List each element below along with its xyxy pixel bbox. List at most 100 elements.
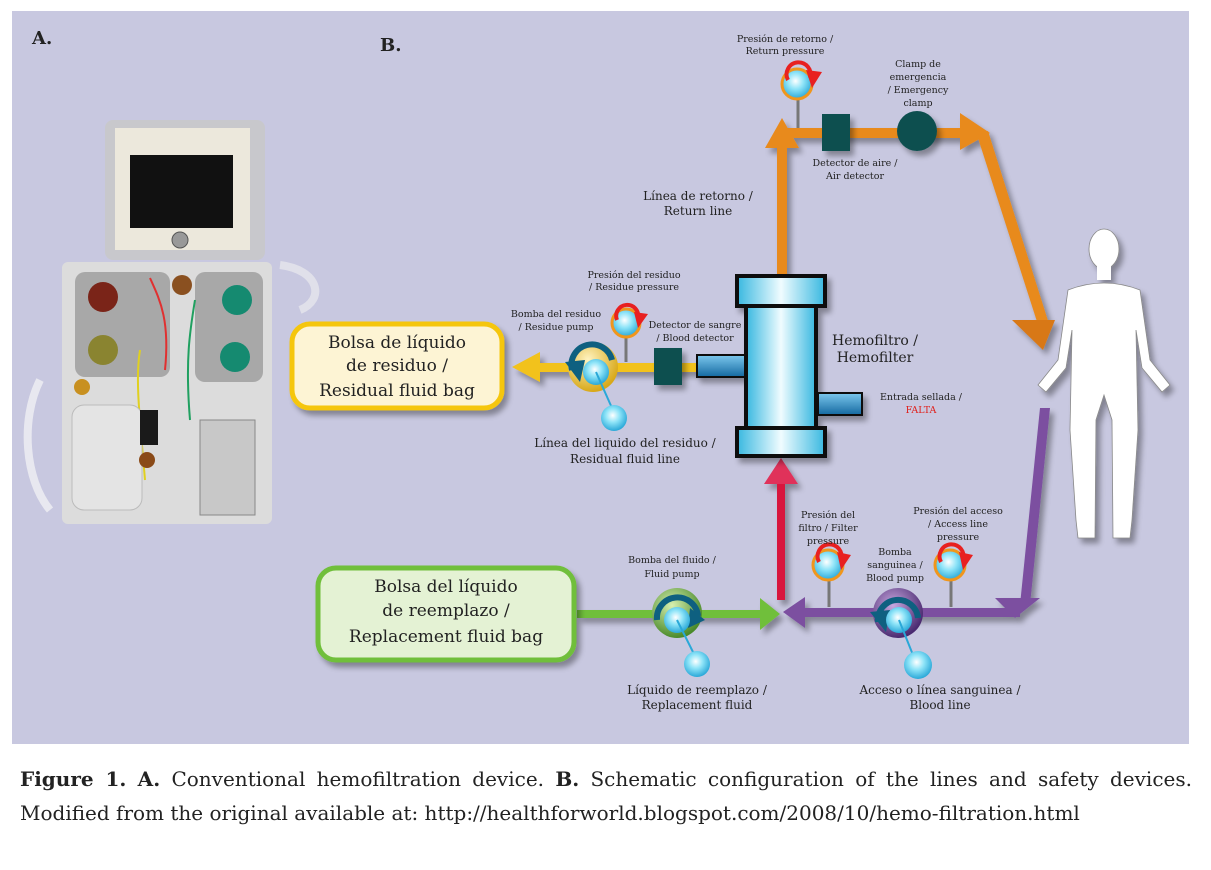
filter-inflow-arrowhead: [764, 458, 798, 484]
blood-detector-label-en: / Blood detector: [656, 333, 734, 344]
drip-chamber: [139, 452, 155, 468]
residual-fluid-line-label-en: Residual fluid line: [570, 452, 680, 466]
monitor-screen: [130, 155, 233, 228]
pump-rotation-icon: [653, 594, 701, 621]
blood-detector-label: Detector de sangre: [649, 320, 742, 331]
air-detector: [822, 114, 850, 151]
hemofilter-label: Hemofiltro /: [832, 333, 918, 349]
hemofiltration-device-photo: [23, 120, 320, 524]
yellow-roller-pump: [88, 335, 118, 365]
sealed-inlet-port: [817, 392, 863, 416]
filter-pressure-label-2: filtro / Filter: [798, 523, 858, 534]
green-roller-pump-bottom: [220, 342, 250, 372]
panel-b-label: B.: [380, 35, 402, 56]
hemofilter-bottom-cap: [735, 426, 827, 458]
return-pressure-label-en: Return pressure: [746, 46, 825, 57]
device-tube-left: [23, 378, 54, 513]
red-roller-pump: [88, 282, 118, 312]
red-tubing: [149, 277, 168, 371]
blood-line-label: Acceso o línea sanguinea /: [858, 683, 1021, 697]
caption-figure-number: Figure 1.: [20, 767, 127, 791]
emergency-clamp-label: Clamp de: [895, 59, 941, 70]
green-tubing: [186, 299, 196, 421]
fluid-pump-label-en: Fluid pump: [644, 569, 699, 580]
blood-pump-label-3: Blood pump: [866, 573, 924, 584]
residue-pump-label-en: / Residue pump: [518, 322, 593, 333]
left-pump-housing: [75, 272, 170, 377]
blood-line-vertical: [1020, 408, 1050, 605]
caption-b-text: Schematic configuration of the lines and…: [20, 767, 1192, 825]
replacement-fluid-connector: [684, 651, 710, 677]
filter-pressure-label-3: pressure: [807, 536, 850, 547]
emergency-clamp-label-3: / Emergency: [888, 85, 949, 96]
air-detector-label: Detector de aire /: [813, 158, 899, 169]
control-knob: [171, 231, 189, 249]
filter-inflow-vertical: [777, 478, 785, 600]
residual-bag-label: Bolsa de líquido: [328, 333, 466, 353]
blood-line-left-arrowhead: [783, 597, 805, 628]
filter-pressure-gauge: [811, 542, 851, 607]
fluid-pump-label: Bomba del fluido /: [628, 555, 717, 566]
hemofilter-top-cap: [735, 274, 827, 308]
residual-fluid-bag: [289, 321, 505, 411]
caption-b-label: B.: [555, 767, 580, 791]
access-pressure-label-2: / Access line: [928, 519, 988, 530]
return-pressure-gauge: [780, 60, 822, 128]
drip-chamber-yellow: [74, 379, 90, 395]
hemofilter-label-en: Hemofilter: [837, 350, 914, 366]
caption-a-text: Conventional hemofiltration device.: [160, 767, 556, 791]
return-line-diagonal: [977, 131, 1050, 331]
return-line-right-arrowhead: [960, 113, 990, 150]
filter-inflow-line: [764, 458, 798, 600]
caption-a-label: A.: [137, 767, 161, 791]
blood-pump-label-2: sanguinea /: [867, 560, 923, 571]
sealed-inlet-missing-label: FALTA: [906, 405, 937, 416]
figure-caption: Figure 1. A. Conventional hemofiltration…: [20, 762, 1192, 830]
emergency-clamp: [897, 111, 937, 151]
replacement-fluid-bag: [315, 565, 577, 663]
residue-pressure-label: Presión del residuo: [587, 270, 680, 281]
replacement-line-arrowhead: [760, 598, 780, 630]
residual-fluid-line-label: Línea del liquido del residuo /: [534, 436, 716, 450]
sealed-inlet-label: Entrada sellada /: [880, 392, 963, 403]
return-pressure-label: Presión de retorno /: [737, 34, 834, 45]
device-tube-right: [279, 261, 320, 314]
replacement-bag-label-3: Replacement fluid bag: [349, 627, 543, 647]
residual-bag-label-3: Residual fluid bag: [319, 381, 475, 401]
return-line: [765, 113, 1055, 350]
return-line-down-arrowhead: [1012, 320, 1055, 350]
blood-pump: [870, 588, 932, 679]
hemofilter-body: [744, 298, 818, 434]
residual-fluid-line-connector: [601, 405, 627, 431]
access-pressure-label-3: pressure: [937, 532, 980, 543]
bag-holder: [71, 404, 143, 511]
replacement-bag-label: Bolsa del líquido: [374, 577, 517, 597]
replacement-fluid-label-en: Replacement fluid: [642, 698, 753, 712]
residue-pump: [565, 341, 627, 431]
green-roller-pump-top: [222, 285, 252, 315]
patient-silhouette-icon: [1037, 228, 1171, 539]
residue-pump-label: Bomba del residuo: [511, 309, 602, 320]
return-line-vertical: [777, 140, 787, 275]
blood-line-label-en: Blood line: [909, 698, 970, 712]
return-line-horizontal: [782, 128, 962, 138]
emergency-clamp-label-4: clamp: [903, 98, 932, 109]
clamp-assembly: [199, 419, 256, 516]
blood-detector: [654, 348, 682, 385]
panel-a-label: A.: [32, 28, 53, 49]
blood-pump-label: Bomba: [878, 547, 912, 558]
schematic-diagram: Presión de retorno / Return pressure Cla…: [23, 34, 1171, 712]
blood-detector-unit: [140, 410, 158, 445]
filter-pressure-label: Presión del: [801, 510, 855, 521]
residual-bag-label-2: de residuo /: [346, 356, 448, 376]
return-line-label: Línea de retorno /: [643, 189, 754, 203]
residue-pressure-label-en: / Residue pressure: [589, 282, 679, 293]
replacement-bag-label-2: de reemplazo /: [382, 601, 510, 621]
residue-pressure-gauge: [610, 302, 648, 362]
return-line-label-en: Return line: [664, 204, 732, 218]
hemofilter: [696, 274, 863, 458]
pressure-dome: [172, 275, 192, 295]
hemofilter-residue-port: [696, 354, 746, 378]
access-pressure-gauge: [933, 542, 973, 607]
blood-line-connector: [904, 651, 932, 679]
